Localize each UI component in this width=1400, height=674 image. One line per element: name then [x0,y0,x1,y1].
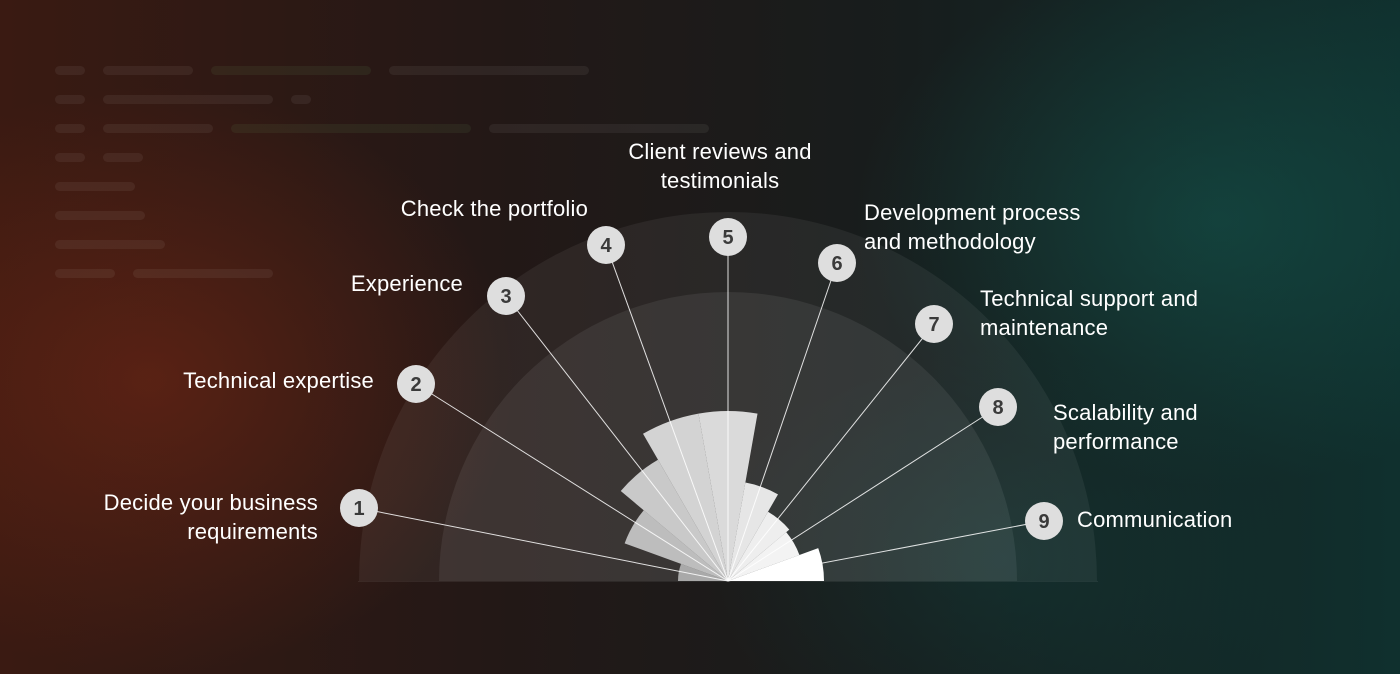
step-badge-2: 2 [397,365,435,403]
step-label-4: Check the portfolio [401,194,588,223]
step-badge-4: 4 [587,226,625,264]
step-badge-1: 1 [340,489,378,527]
step-number: 3 [500,286,511,308]
step-label-7: Technical support and maintenance [980,284,1198,342]
step-badge-8: 8 [979,388,1017,426]
step-number: 1 [353,498,364,520]
step-badge-7: 7 [915,305,953,343]
step-number: 8 [992,397,1003,419]
step-number: 6 [831,253,842,275]
step-label-2: Technical expertise [183,366,374,395]
step-number: 5 [722,227,733,249]
step-label-3: Experience [351,269,463,298]
step-label-6: Development process and methodology [864,198,1081,256]
step-number: 9 [1038,511,1049,533]
step-number: 7 [928,314,939,336]
step-label-9: Communication [1077,505,1232,534]
step-badge-6: 6 [818,244,856,282]
step-badge-9: 9 [1025,502,1063,540]
step-label-8: Scalability and performance [1053,398,1198,456]
step-number: 2 [410,374,421,396]
step-badge-3: 3 [487,277,525,315]
step-label-1: Decide your business requirements [104,488,318,546]
step-label-5: Client reviews and testimonials [614,137,826,195]
step-badge-5: 5 [709,218,747,256]
step-number: 4 [600,235,612,257]
